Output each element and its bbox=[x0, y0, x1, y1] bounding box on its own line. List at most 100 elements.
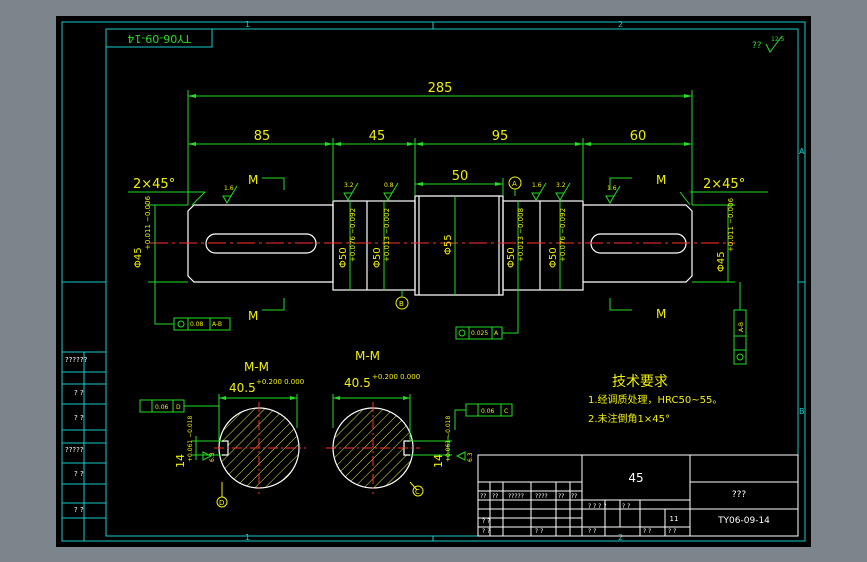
left-strip-1: ?????? bbox=[65, 356, 88, 364]
title-block-name: ??? bbox=[732, 490, 747, 500]
dim-dia-journal-4-tol: +0.076 −0.092 bbox=[559, 208, 567, 262]
grid-col-1-top: 1 bbox=[245, 20, 250, 29]
section-cut-top-right bbox=[609, 177, 632, 190]
dim-dia-left-tol: +0.011 −0.006 bbox=[144, 195, 152, 250]
sec-fcf-right-value: 0.06 bbox=[481, 408, 495, 415]
sec-fcf-right-leader bbox=[454, 409, 466, 430]
title-block-scale: 11 bbox=[670, 515, 679, 523]
datum-markers bbox=[395, 176, 522, 310]
title-block bbox=[477, 454, 799, 537]
tb-cell-3: ????? bbox=[508, 493, 524, 500]
roughness-value-5: 3.2 bbox=[556, 182, 566, 189]
tb-cell-7: ? ? bbox=[482, 518, 490, 525]
section-cut-bottom-left bbox=[262, 298, 285, 311]
dim-segment-85: 85 bbox=[254, 129, 271, 144]
dim-segment-45: 45 bbox=[369, 129, 386, 144]
sec-fcf-right-frame bbox=[465, 403, 513, 417]
dim-dia-journal-2: Φ50 bbox=[372, 247, 383, 268]
fcf-left-datum: A-B bbox=[212, 321, 222, 328]
sec-fcf-right-datum: C bbox=[504, 408, 508, 415]
dim-segment-95: 95 bbox=[492, 129, 509, 144]
sec-left-key: 14 bbox=[174, 454, 187, 468]
section-mark-top-left: M bbox=[248, 173, 258, 187]
roughness-icon-6 bbox=[605, 185, 621, 205]
tb-cell-14: ? ? bbox=[668, 528, 676, 535]
sec-fcf-left-datum: D bbox=[176, 404, 181, 411]
fcf-mid-leader bbox=[502, 290, 519, 334]
roughness-value-6: 1.6 bbox=[607, 185, 617, 192]
dim-overall-length: 285 bbox=[428, 81, 453, 96]
tb-cell-5: ?? bbox=[558, 493, 564, 500]
roughness-corner-value: 12.5 bbox=[771, 36, 785, 43]
sec-rough-left-icon bbox=[202, 451, 213, 461]
dim-segment-60: 60 bbox=[630, 129, 647, 144]
sec-datum-right-label: C bbox=[415, 488, 420, 496]
section-mark-bottom-right: M bbox=[656, 307, 666, 321]
drawing-code-rotated: TY06-09-14 bbox=[127, 32, 191, 45]
shaft-outline bbox=[187, 195, 693, 296]
sec-datum-right-circle bbox=[412, 485, 424, 497]
fcf-right-datum: A-B bbox=[738, 322, 745, 332]
sec-fcf-left-leader bbox=[184, 405, 220, 430]
section-right-title: M-M bbox=[355, 349, 380, 363]
left-strip-6: ? ? bbox=[74, 506, 84, 514]
tb-cell-6: ?? bbox=[571, 493, 577, 500]
runout-icon-right bbox=[736, 353, 744, 361]
dim-chamfer-right: 2×45° bbox=[703, 177, 745, 192]
title-block-code: TY06-09-14 bbox=[717, 516, 770, 526]
sec-right-width-tol: +0.200 0.000 bbox=[372, 373, 420, 381]
roughness-icon-5 bbox=[555, 182, 571, 202]
drawing-frame bbox=[61, 21, 806, 542]
sec-datum-left-label: D bbox=[219, 499, 224, 507]
section-mark-bottom-left: M bbox=[248, 309, 258, 323]
sec-rough-right-value: 6.3 bbox=[467, 452, 474, 462]
tb-cell-9: ? ? bbox=[535, 528, 543, 535]
tech-requirements-title: 技术要求 bbox=[612, 374, 668, 390]
grid-row-b: B bbox=[799, 407, 805, 416]
sec-left-width-tol: +0.200 0.000 bbox=[256, 378, 304, 386]
section-view-left bbox=[214, 402, 306, 494]
grid-col-2-top: 2 bbox=[618, 20, 623, 29]
datum-a-label: A bbox=[512, 180, 517, 188]
grid-row-a: A bbox=[799, 147, 805, 156]
left-strip-5: ? ? bbox=[74, 470, 84, 478]
tech-requirement-1: 1.经调质处理，HRC50~55。 bbox=[588, 393, 722, 406]
runout-icon-mid bbox=[458, 329, 466, 337]
dim-dia-left: Φ45 bbox=[133, 247, 144, 268]
dim-dia-journal-2-tol: +0.013 −0.002 bbox=[383, 208, 391, 262]
dim-chamfer-left: 2×45° bbox=[133, 177, 175, 192]
sec-fcf-left-value: 0.06 bbox=[155, 404, 169, 411]
dim-dia-journal-3: Φ50 bbox=[506, 247, 517, 268]
fcf-left-value: 0.08 bbox=[190, 321, 204, 328]
roughness-icon-2 bbox=[343, 182, 359, 202]
fcf-left-frame bbox=[173, 317, 231, 331]
left-strip-3: ? ? bbox=[74, 414, 84, 422]
datum-b-label: B bbox=[399, 300, 404, 308]
section-cut-top-left bbox=[262, 177, 285, 190]
section-view-right bbox=[326, 402, 420, 494]
tb-cell-2: ?? bbox=[492, 493, 498, 500]
dim-dia-right-tol: +0.011 −0.006 bbox=[727, 197, 735, 252]
roughness-value-4: 1.6 bbox=[532, 182, 542, 189]
dim-dia-right: Φ45 bbox=[716, 251, 727, 272]
dim-dia-journal-3-tol: +0.013 −0.008 bbox=[517, 208, 525, 262]
roughness-value-3: 0.8 bbox=[384, 182, 394, 189]
dim-dia-journal-1-tol: +0.076 −0.092 bbox=[349, 208, 357, 262]
dim-dia-journal-1: Φ50 bbox=[338, 247, 349, 268]
dim-segment-50: 50 bbox=[452, 169, 469, 184]
title-block-material: 45 bbox=[628, 471, 643, 485]
dim-dia-journal-4: Φ50 bbox=[548, 247, 559, 268]
fcf-mid-datum: A bbox=[494, 330, 499, 337]
tech-requirement-2: 2.未注倒角1×45° bbox=[588, 412, 670, 425]
roughness-icon-4 bbox=[531, 182, 547, 202]
grid-col-1-bottom: 1 bbox=[245, 533, 250, 542]
tb-cell-11: ? ? bbox=[622, 503, 630, 510]
grid-markers: 1 2 1 2 A B bbox=[245, 20, 805, 542]
roughness-corner-label: ?? bbox=[752, 41, 762, 51]
sec-rough-left-value: 6.3 bbox=[209, 452, 216, 462]
fcf-right-frame bbox=[733, 309, 747, 365]
section-mark-top-right: M bbox=[656, 173, 666, 187]
dimension-lines bbox=[128, 90, 768, 295]
dimension-arrows bbox=[188, 94, 692, 186]
fcf-mid-frame bbox=[455, 326, 503, 340]
